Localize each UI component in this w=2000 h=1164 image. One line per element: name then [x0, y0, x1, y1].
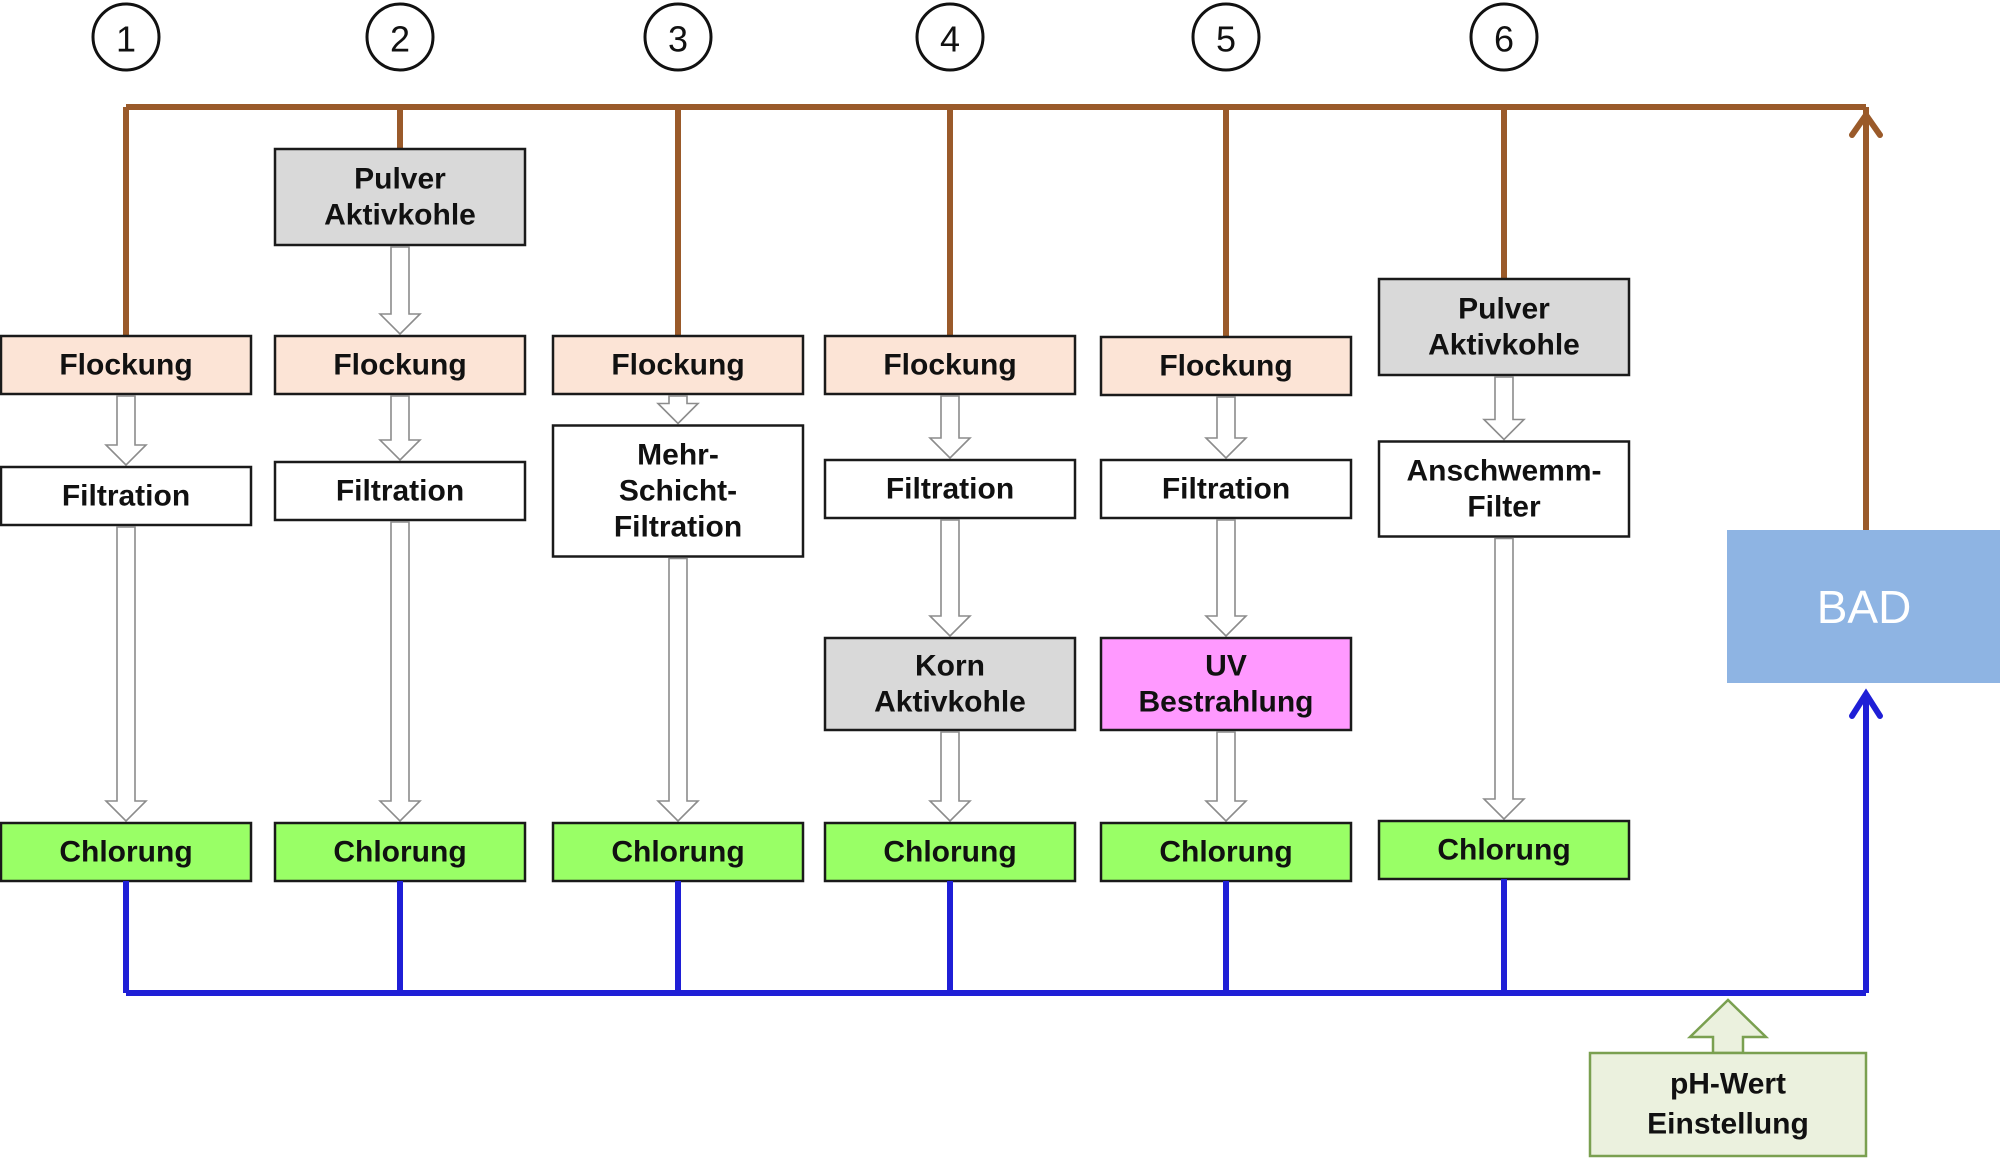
ph-arrow: [1686, 998, 1770, 1055]
step-box-pulver: [273, 147, 527, 247]
column-number-circle: [91, 2, 161, 72]
flow-arrow: [104, 395, 148, 467]
step-label: Flockung: [611, 349, 744, 382]
column-number: 5: [1216, 19, 1236, 60]
step-box-filtration: [551, 424, 805, 558]
step-label: Filtration: [62, 480, 190, 513]
step-label: Aktivkohle: [874, 686, 1026, 719]
step-box-flockung: [823, 334, 1077, 396]
step-label: Chlorung: [1159, 836, 1292, 869]
step-box-filtration: [1377, 440, 1631, 538]
ph-box: [1588, 1051, 1868, 1158]
step-box-chlorung: [0, 821, 253, 883]
step-box-flockung: [551, 334, 805, 396]
step-box-flockung: [273, 334, 527, 396]
step-box-filtration: [823, 458, 1077, 520]
flow-arrow: [1204, 396, 1248, 460]
flow-arrow: [1482, 537, 1526, 821]
column-number: 1: [116, 19, 136, 60]
step-label: Flockung: [1159, 350, 1292, 383]
supply-arrowhead: [1849, 688, 1883, 719]
step-label: Chlorung: [611, 836, 744, 869]
flow-arrow: [656, 557, 700, 823]
column-number: 4: [940, 19, 960, 60]
flow-arrow: [1482, 376, 1526, 441]
step-label: Flockung: [883, 349, 1016, 382]
step-label: Flockung: [59, 349, 192, 382]
step-label: Anschwemm-: [1406, 455, 1601, 488]
step-box-filtration: [273, 460, 527, 522]
flow-arrow: [928, 395, 972, 460]
step-box-flockung: [1099, 335, 1353, 397]
step-box-uv: [1099, 636, 1353, 732]
return-arrowhead: [1849, 109, 1883, 138]
column-number: 3: [668, 19, 688, 60]
flow-arrow: [928, 731, 972, 823]
step-label: Filtration: [336, 475, 464, 508]
column-number-circle: [915, 2, 985, 72]
step-label: Filter: [1467, 491, 1541, 524]
ph-label: pH-Wert: [1670, 1068, 1786, 1101]
step-label: Filtration: [614, 511, 742, 544]
flow-arrow: [656, 395, 700, 425]
step-label: Flockung: [333, 349, 466, 382]
flow-arrow: [378, 395, 422, 462]
step-box-chlorung: [551, 821, 805, 883]
step-label: Chlorung: [883, 836, 1016, 869]
column-number-circle: [643, 2, 713, 72]
step-box-chlorung: [1099, 821, 1353, 883]
step-box-chlorung: [273, 821, 527, 883]
flow-arrow: [1204, 519, 1248, 638]
step-label: Filtration: [1162, 473, 1290, 506]
ph-label: Einstellung: [1647, 1108, 1809, 1141]
bad-box: [1727, 530, 2000, 683]
column-number: 6: [1494, 19, 1514, 60]
bad-label: BAD: [1817, 581, 1912, 633]
step-label: Korn: [915, 650, 985, 683]
step-box-filtration: [1099, 458, 1353, 520]
step-box-flockung: [0, 334, 253, 396]
step-label: Aktivkohle: [324, 199, 476, 232]
step-box-filtration: [0, 465, 253, 527]
step-label: Aktivkohle: [1428, 329, 1580, 362]
step-label: UV: [1205, 650, 1247, 683]
flow-arrow: [378, 521, 422, 823]
flow-arrow: [1204, 731, 1248, 823]
step-label: Pulver: [1458, 293, 1550, 326]
step-label: Pulver: [354, 163, 446, 196]
step-label: Bestrahlung: [1138, 686, 1313, 719]
column-number-circle: [1469, 2, 1539, 72]
column-number-circle: [1191, 2, 1261, 72]
step-label: Chlorung: [59, 836, 192, 869]
flow-arrow: [928, 519, 972, 638]
step-box-korn: [823, 636, 1077, 732]
step-box-pulver: [1377, 277, 1631, 377]
column-number: 2: [390, 19, 410, 60]
flow-arrow: [104, 526, 148, 823]
step-box-chlorung: [1377, 819, 1631, 881]
step-label: Filtration: [886, 473, 1014, 506]
step-box-chlorung: [823, 821, 1077, 883]
column-number-circle: [365, 2, 435, 72]
step-label: Schicht-: [619, 475, 737, 508]
step-label: Chlorung: [333, 836, 466, 869]
step-label: Mehr-: [637, 439, 719, 472]
step-label: Chlorung: [1437, 834, 1570, 867]
flow-arrow: [378, 246, 422, 336]
